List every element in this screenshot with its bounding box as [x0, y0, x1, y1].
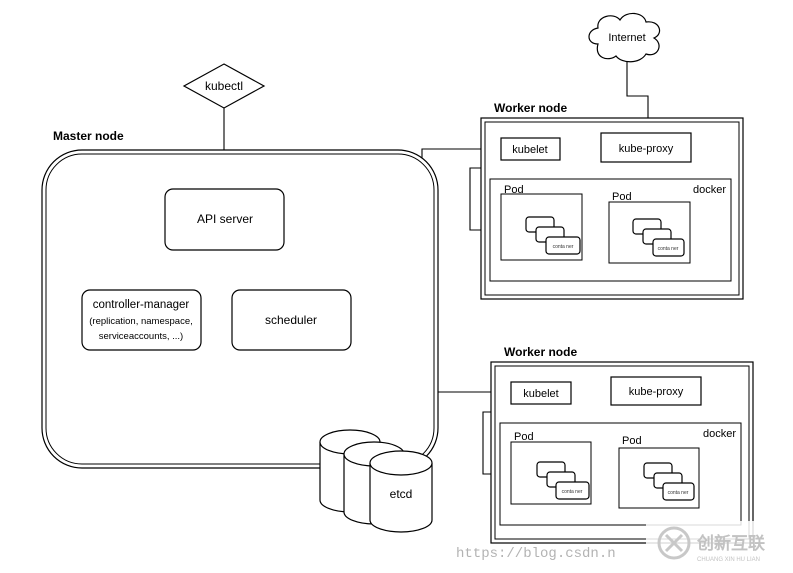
pod: Pod conta ner: [510, 431, 592, 505]
kubelet: kubelet: [500, 137, 561, 161]
api-server-label: API server: [197, 212, 253, 226]
watermark-url: https://blog.csdn.n: [456, 546, 616, 562]
pod: Pod conta ner: [500, 184, 583, 261]
container: [652, 238, 685, 257]
controller-manager-detail-1: (replication, namespace,: [89, 316, 193, 327]
kube-proxy-label: kube-proxy: [629, 386, 684, 398]
master-node-title: Master node: [53, 129, 124, 143]
container: [555, 481, 590, 500]
watermark: https://blog.csdn.n 创新互联 CHUANG XIN HU L…: [456, 521, 792, 565]
scheduler: scheduler: [231, 289, 352, 351]
pod: Pod conta ner: [618, 435, 700, 509]
kubelet-label: kubelet: [512, 144, 547, 156]
kube-proxy-label: kube-proxy: [619, 143, 674, 155]
docker-label: docker: [703, 428, 736, 440]
pod-label: Pod: [622, 435, 642, 447]
brand-logo-icon: [657, 526, 691, 560]
scheduler-label: scheduler: [265, 313, 317, 327]
etcd-cylinder: [369, 450, 433, 533]
container-label: conta ner: [562, 489, 583, 495]
worker-node-1: Worker node kubelet kube-proxy docker Po…: [480, 101, 744, 300]
kube-proxy: kube-proxy: [600, 132, 692, 163]
kubectl-node: kubectl: [182, 63, 266, 109]
kubectl-label: kubectl: [205, 79, 243, 93]
container-label: conta ner: [553, 244, 574, 250]
worker-node-2: Worker node kubelet kube-proxy docker Po…: [490, 345, 754, 544]
master-node: Master node API server controller-manage…: [41, 129, 439, 469]
worker-node-title: Worker node: [494, 101, 567, 115]
kubelet-label: kubelet: [523, 388, 558, 400]
container: [545, 236, 581, 255]
internet-cloud: Internet: [588, 12, 661, 63]
etcd-label: etcd: [390, 487, 413, 501]
docker-runtime: docker: [489, 178, 732, 282]
container-label: conta ner: [658, 246, 679, 252]
etcd-cluster: etcd: [319, 429, 433, 533]
controller-manager-label: controller-manager: [93, 299, 190, 311]
pod-label: Pod: [514, 431, 534, 443]
controller-manager-detail-2: serviceaccounts, ...): [99, 331, 183, 342]
pod-label: Pod: [612, 191, 632, 203]
container: [662, 482, 695, 501]
docker-runtime: docker: [499, 422, 742, 526]
kubelet: kubelet: [510, 381, 572, 405]
docker-label: docker: [693, 184, 726, 196]
api-server: API server: [164, 188, 285, 251]
pod-label: Pod: [504, 184, 524, 196]
watermark-brand: 创新互联: [696, 533, 765, 553]
controller-manager: controller-manager (replication, namespa…: [81, 289, 202, 351]
container-label: conta ner: [668, 490, 689, 496]
kube-proxy: kube-proxy: [610, 376, 702, 406]
worker-node-title: Worker node: [504, 345, 577, 359]
internet-label: Internet: [608, 32, 645, 44]
pod: Pod conta ner: [608, 191, 691, 264]
watermark-brand-sub: CHUANG XIN HU LIAN: [697, 557, 760, 563]
